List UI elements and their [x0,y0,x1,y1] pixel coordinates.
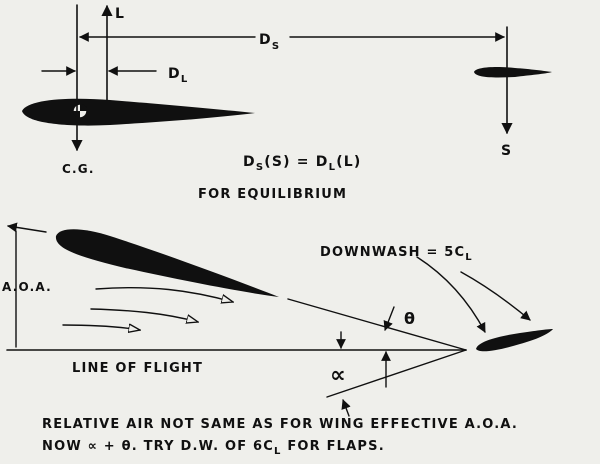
line-of-flight-label: LINE OF FLIGHT [72,361,203,376]
equilibrium-equation: DS(S) = DL(L) [243,154,362,173]
theta-label: θ [404,309,416,328]
lift-label: L [115,6,125,22]
downwash-arrow-2 [460,271,531,321]
stab-force-label: S [501,143,512,159]
inclined-wing-airfoil [55,229,279,297]
note-line-1: RELATIVE AIR NOT SAME AS FOR WING EFFECT… [42,417,518,432]
tail-airfoil [476,329,553,352]
airflow-arrow-1 [95,286,233,302]
downwash-label: DOWNWASH = 5CL [320,245,473,263]
alpha-label: ∝ [330,363,347,388]
ds-label: DS [259,32,280,52]
aoa-label: A.O.A. [2,280,52,294]
cg-label: C.G. [62,162,95,176]
for-equilibrium-label: FOR EQUILIBRIUM [198,187,347,202]
aoa-top-tick [7,222,47,233]
dl-label: DL [168,66,188,85]
stabilizer-airfoil [474,67,552,78]
theta-arrow [383,306,395,331]
cg-marker [72,103,88,119]
downwash-arrow-1 [416,256,486,333]
airflow-arrow-3 [62,325,140,330]
main-wing-airfoil [22,98,255,126]
note-line-2: NOW ∝ + θ. TRY D.W. OF 6CL FOR FLAPS. [42,439,385,457]
alpha-lower-pointer [341,399,351,417]
relative-air-line [287,298,467,351]
airflow-arrow-2 [90,308,198,322]
alpha-reference-line [326,349,467,398]
